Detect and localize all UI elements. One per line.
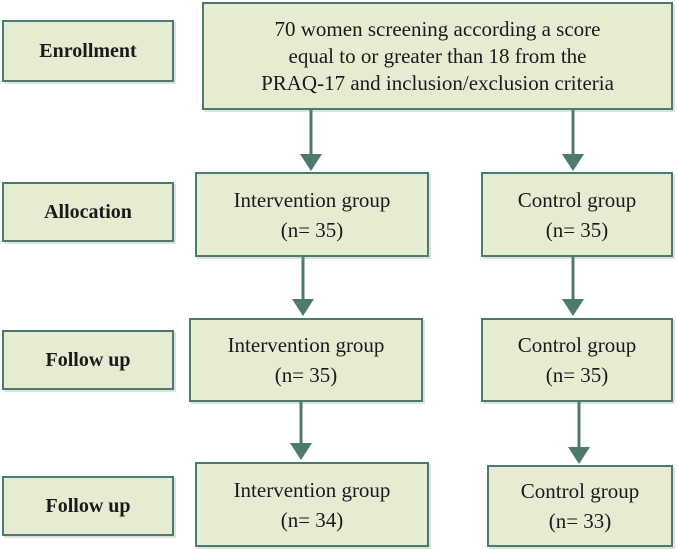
allocation-control-label: Control group [517, 187, 637, 212]
followup2-control-box: Control group (n= 33) [487, 465, 673, 547]
allocation-intervention-box: Intervention group (n= 35) [195, 172, 429, 257]
arrow-intervention-alloc-to-followup1 [292, 257, 314, 316]
stage-follow-up-2-label: Follow up [45, 494, 131, 517]
stage-enrollment: Enrollment [2, 20, 174, 82]
stage-allocation-label: Allocation [44, 200, 132, 223]
screening-line-1: 70 women screening according a score [274, 16, 601, 41]
followup2-intervention-count: (n= 34) [280, 507, 344, 532]
followup1-intervention-count: (n= 35) [274, 363, 338, 387]
allocation-control-count: (n= 35) [545, 217, 609, 242]
stage-follow-up-1-label: Follow up [45, 348, 131, 371]
screening-line-3: PRAQ-17 and inclusion/exclusion criteria [261, 70, 614, 95]
followup1-intervention-box: Intervention group (n= 35) [189, 318, 423, 402]
followup2-intervention-box: Intervention group (n= 34) [195, 462, 429, 547]
arrow-intervention-followup1-to-followup2 [290, 402, 312, 460]
followup2-control-label: Control group [520, 479, 640, 503]
screening-line-2: equal to or greater than 18 from the [288, 43, 587, 68]
stage-enrollment-label: Enrollment [39, 39, 137, 62]
stage-allocation: Allocation [2, 182, 174, 242]
allocation-intervention-count: (n= 35) [280, 217, 344, 242]
arrow-control-alloc-to-followup1 [562, 257, 584, 316]
arrow-screening-to-control [562, 110, 584, 171]
stage-follow-up-1: Follow up [2, 330, 174, 390]
followup1-intervention-label: Intervention group [227, 333, 385, 357]
allocation-intervention-label: Intervention group [233, 187, 391, 212]
stage-follow-up-2: Follow up [2, 476, 174, 536]
followup2-intervention-label: Intervention group [233, 477, 391, 502]
followup2-control-count: (n= 33) [548, 509, 612, 533]
screening-box: 70 women screening according a score equ… [202, 2, 673, 110]
followup1-control-box: Control group (n= 35) [481, 318, 673, 402]
arrow-control-followup1-to-followup2 [568, 402, 590, 464]
allocation-control-box: Control group (n= 35) [481, 172, 673, 257]
followup1-control-label: Control group [517, 333, 637, 357]
arrow-screening-to-intervention [300, 110, 322, 171]
followup1-control-count: (n= 35) [545, 363, 609, 387]
